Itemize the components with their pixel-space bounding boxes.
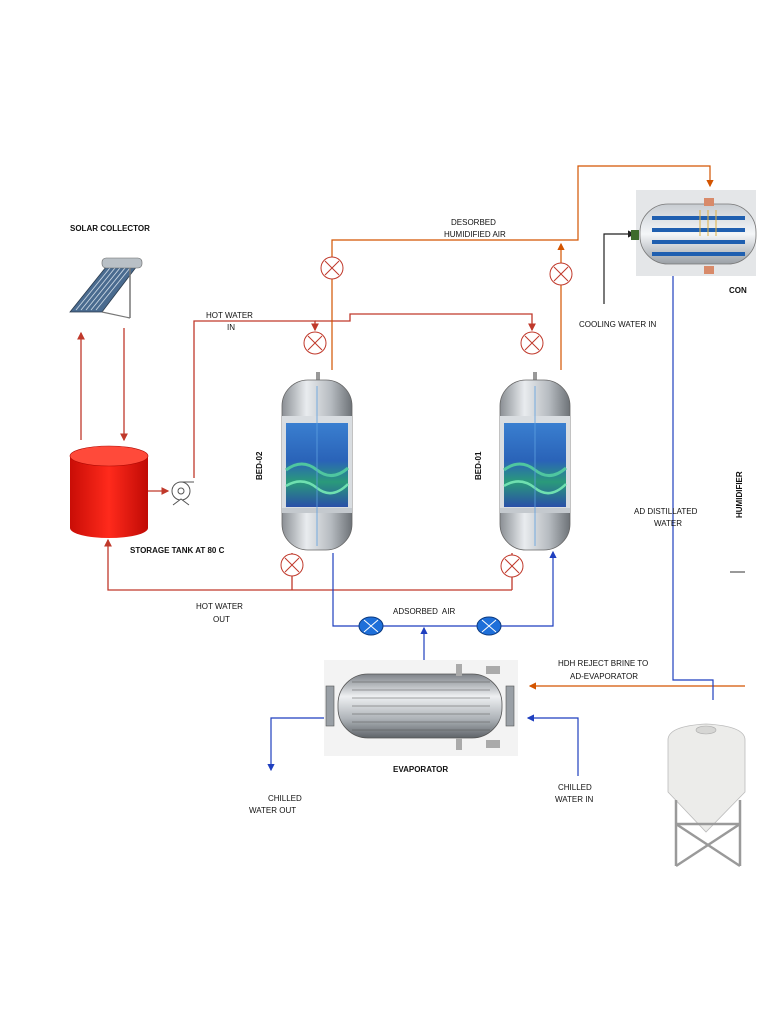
chilled-pipes — [267, 550, 579, 776]
hot-water-supply-pipes — [148, 313, 536, 495]
hot-water-in-label: IN — [227, 323, 235, 332]
storage-tank-label: STORAGE TANK AT 80 C — [130, 546, 225, 555]
hot-water-out-label: HOT WATER — [196, 602, 243, 611]
ad-distilled-water-label: AD DISTILLATED — [634, 507, 698, 516]
bed-01-label: BED-01 — [474, 451, 483, 480]
evaporator-icon — [324, 660, 518, 756]
ad-distilled-water-label: WATER — [654, 519, 682, 528]
chilled-water-in-label: CHILLED — [558, 783, 592, 792]
hot-water-out-label: OUT — [213, 615, 230, 624]
humidifier-tank-icon — [667, 723, 746, 868]
condenser-pipes — [603, 230, 745, 700]
humidifier-label: HUMIDIFIER — [735, 471, 744, 518]
valve-icon[interactable] — [500, 554, 524, 578]
valve-icon[interactable] — [520, 331, 544, 355]
solar-collector-icon — [69, 257, 143, 319]
adsorption-bed-02-icon — [281, 372, 353, 551]
desorbed-air-label: HUMIDIFIED AIR — [444, 230, 506, 239]
chilled-water-out-label: WATER OUT — [249, 806, 296, 815]
storage-tank-icon — [69, 445, 149, 538]
valve-icon[interactable] — [549, 262, 573, 286]
chilled-water-in-label: WATER IN — [555, 795, 593, 804]
hot-water-in-label: HOT WATER — [206, 311, 253, 320]
desorbed-air-label: DESORBED — [451, 218, 496, 227]
condenser-icon — [631, 190, 757, 276]
adsorption-bed-01-icon — [499, 372, 571, 551]
valve-icon[interactable] — [303, 331, 327, 355]
hdh-reject-brine-label: HDH REJECT BRINE TO — [558, 659, 648, 668]
valve-icon[interactable] — [476, 616, 502, 636]
pump-icon — [171, 481, 194, 506]
valve-icon[interactable] — [320, 256, 344, 280]
condenser-label: CON — [729, 286, 747, 295]
valve-icon[interactable] — [358, 616, 384, 636]
solar-collector-label: SOLAR COLLECTOR — [70, 224, 150, 233]
adsorbed-air-label: ADSORBED AIR — [393, 607, 455, 616]
bed-02-label: BED-02 — [255, 451, 264, 480]
evaporator-label: EVAPORATOR — [393, 765, 448, 774]
chilled-water-out-label: CHILLED — [268, 794, 302, 803]
cooling-water-in-label: COOLING WATER IN — [579, 320, 657, 329]
valve-icon[interactable] — [280, 553, 304, 577]
solar-loop-pipes — [77, 328, 128, 442]
hdh-reject-brine-label: AD-EVAPORATOR — [570, 672, 638, 681]
